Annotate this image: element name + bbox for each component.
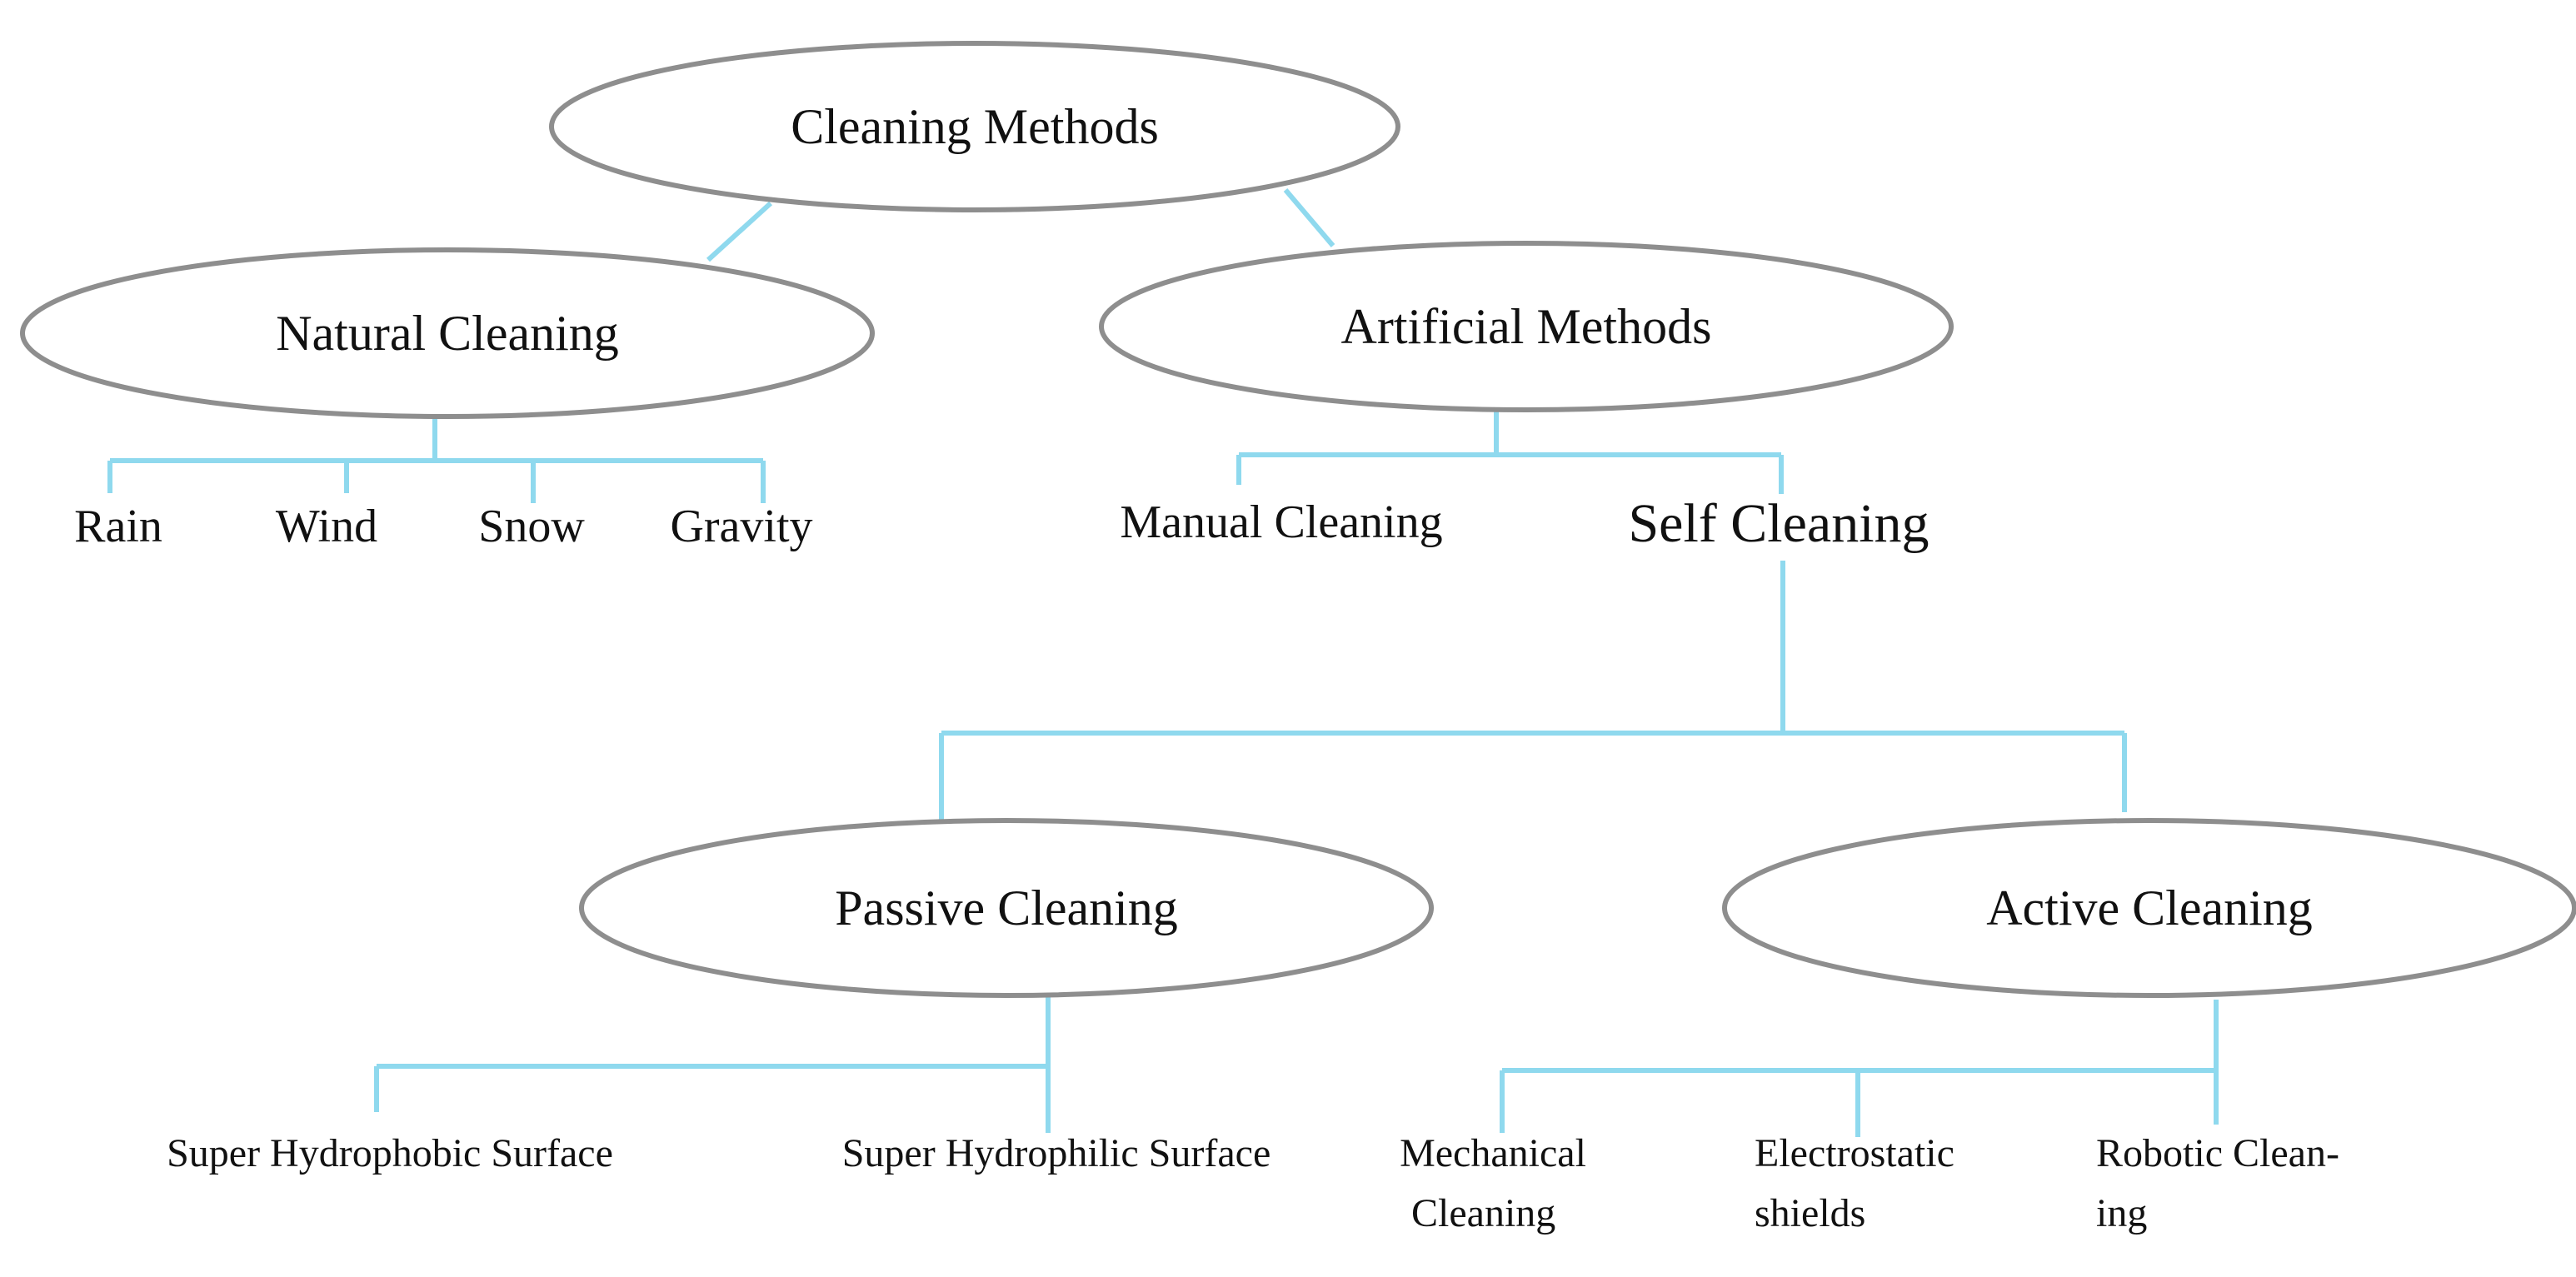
leaf-snow: Snow bbox=[478, 501, 585, 552]
leaf-super-hydrophobic: Super Hydrophobic Surface bbox=[167, 1131, 613, 1175]
label-active-cleaning: Active Cleaning bbox=[1986, 880, 2313, 935]
leaf-wind: Wind bbox=[276, 501, 377, 552]
passive-leaves: Super Hydrophobic Surface Super Hydrophi… bbox=[167, 1131, 1271, 1175]
label-artificial-methods: Artificial Methods bbox=[1341, 299, 1712, 354]
leaf-electrostatic-line1: Electrostatic bbox=[1755, 1131, 1954, 1175]
leaf-manual-cleaning: Manual Cleaning bbox=[1120, 496, 1442, 548]
node-active-cleaning: Active Cleaning bbox=[1722, 818, 2576, 998]
leaf-super-hydrophilic: Super Hydrophilic Surface bbox=[842, 1131, 1271, 1175]
label-root: Cleaning Methods bbox=[791, 99, 1159, 154]
natural-leaves: Rain Wind Snow Gravity bbox=[74, 501, 812, 552]
connector-root-artificial bbox=[1283, 188, 1335, 247]
artificial-leaves: Manual Cleaning Self Cleaning bbox=[1120, 493, 1929, 554]
connector-root-natural bbox=[706, 201, 773, 262]
node-natural-cleaning: Natural Cleaning bbox=[20, 247, 875, 419]
label-natural-cleaning: Natural Cleaning bbox=[276, 306, 619, 361]
node-artificial-methods: Artificial Methods bbox=[1099, 241, 1954, 412]
node-root: Cleaning Methods bbox=[549, 41, 1400, 212]
leaf-robotic-line1: Robotic Clean- bbox=[2096, 1131, 2339, 1175]
node-passive-cleaning: Passive Cleaning bbox=[579, 818, 1434, 998]
leaf-mechanical-line2: Cleaning bbox=[1411, 1191, 1555, 1235]
leaf-mechanical-line1: Mechanical bbox=[1400, 1131, 1586, 1175]
leaf-self-cleaning: Self Cleaning bbox=[1628, 493, 1929, 554]
ellipse-natural-cleaning bbox=[20, 247, 875, 419]
leaf-rain: Rain bbox=[74, 501, 162, 552]
active-leaves: Mechanical Cleaning Electrostatic shield… bbox=[1400, 1131, 2339, 1235]
leaf-robotic-line2: ing bbox=[2096, 1191, 2147, 1235]
ellipse-passive-cleaning bbox=[579, 818, 1434, 998]
connectors bbox=[107, 188, 2219, 1137]
ellipse-artificial-methods bbox=[1099, 241, 1954, 412]
leaf-electrostatic-line2: shields bbox=[1755, 1191, 1865, 1235]
label-passive-cleaning: Passive Cleaning bbox=[835, 880, 1178, 935]
leaf-gravity: Gravity bbox=[670, 501, 812, 552]
ellipse-root bbox=[549, 41, 1400, 212]
ellipse-active-cleaning bbox=[1722, 818, 2576, 998]
